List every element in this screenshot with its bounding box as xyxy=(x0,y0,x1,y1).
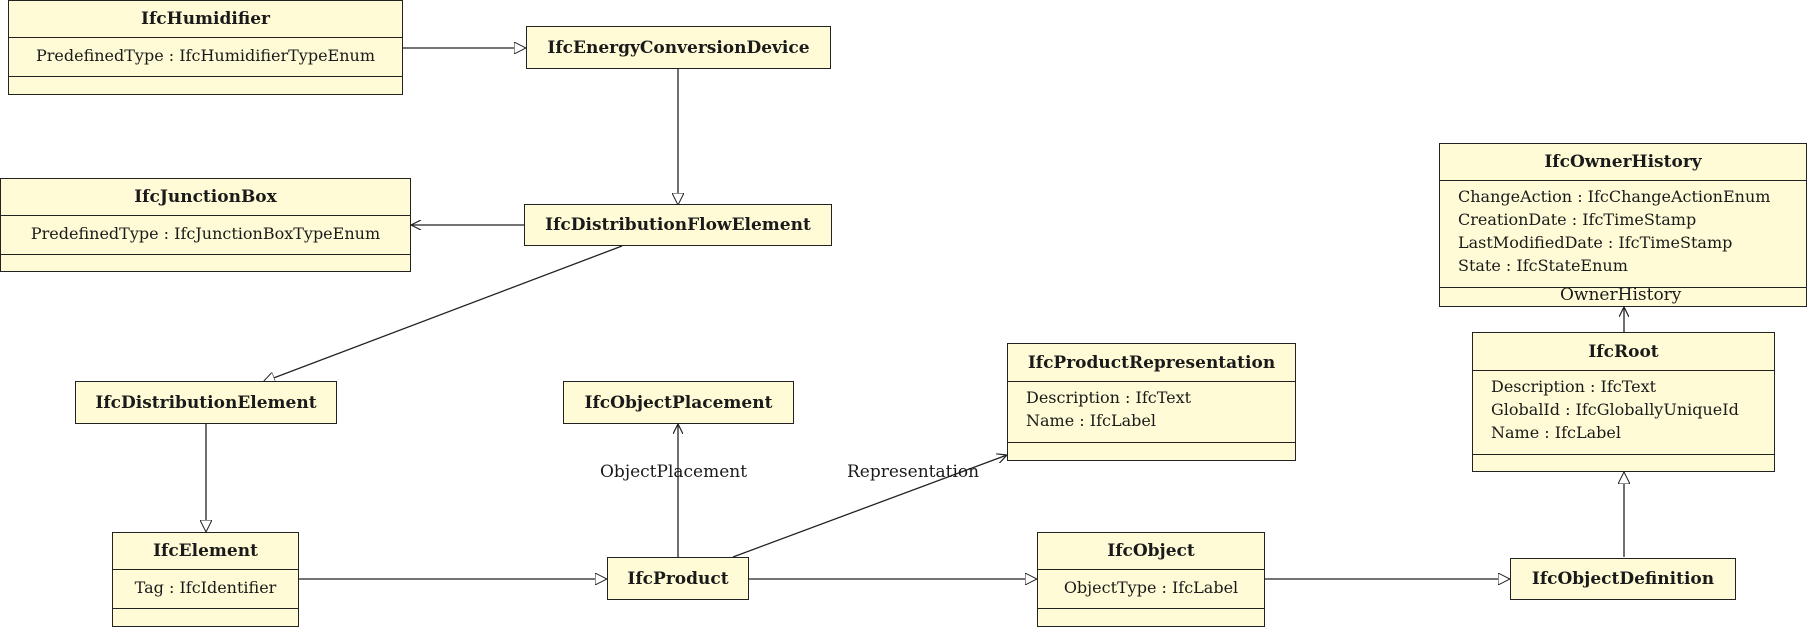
attribute: Tag : IfcIdentifier xyxy=(134,578,277,597)
class-name: IfcOwnerHistory xyxy=(1544,152,1702,172)
class-ifc-product-representation: IfcProductRepresentation Description : I… xyxy=(1007,343,1296,461)
class-ifc-object-definition: IfcObjectDefinition xyxy=(1510,558,1736,600)
attribute: ObjectType : IfcLabel xyxy=(1063,578,1239,597)
inherit-flow-distelem xyxy=(263,245,623,382)
attribute: GlobalId : IfcGloballyUniqueId xyxy=(1491,400,1739,419)
class-ifc-energy-conversion-device: IfcEnergyConversionDevice xyxy=(526,26,831,69)
class-attributes: PredefinedType : IfcJunctionBoxTypeEnum xyxy=(1,215,410,254)
class-operations xyxy=(1440,287,1806,306)
attribute: Name : IfcLabel xyxy=(1491,423,1621,442)
class-operations xyxy=(1008,442,1295,460)
class-name: IfcObjectPlacement xyxy=(584,392,773,413)
class-ifc-junction-box: IfcJunctionBox PredefinedType : IfcJunct… xyxy=(0,178,411,272)
class-attributes: ObjectType : IfcLabel xyxy=(1038,569,1264,608)
class-name: IfcDistributionElement xyxy=(95,392,317,413)
class-operations xyxy=(113,608,298,626)
class-name: IfcJunctionBox xyxy=(134,187,277,207)
class-attributes: ChangeAction : IfcChangeActionEnum Creat… xyxy=(1440,180,1806,287)
attribute: LastModifiedDate : IfcTimeStamp xyxy=(1458,233,1733,252)
attribute: PredefinedType : IfcHumidifierTypeEnum xyxy=(35,46,376,65)
attribute: CreationDate : IfcTimeStamp xyxy=(1458,210,1697,229)
class-name: IfcEnergyConversionDevice xyxy=(547,37,810,58)
attribute: Description : IfcText xyxy=(1491,377,1657,396)
class-name: IfcObjectDefinition xyxy=(1531,569,1715,589)
class-operations xyxy=(1473,454,1774,471)
label-object-placement: ObjectPlacement xyxy=(600,462,748,482)
attribute: Description : IfcText xyxy=(1026,388,1192,407)
class-ifc-distribution-element: IfcDistributionElement xyxy=(75,381,337,424)
class-attributes: Description : IfcText Name : IfcLabel xyxy=(1008,381,1295,442)
label-representation: Representation xyxy=(847,462,980,482)
attribute: PredefinedType : IfcJunctionBoxTypeEnum xyxy=(30,224,381,243)
class-name: IfcElement xyxy=(153,541,258,561)
label-owner-history: OwnerHistory xyxy=(1560,285,1682,305)
class-ifc-root: IfcRoot Description : IfcText GlobalId :… xyxy=(1472,332,1775,472)
class-operations xyxy=(9,76,402,94)
class-ifc-object: IfcObject ObjectType : IfcLabel xyxy=(1037,532,1265,627)
class-ifc-object-placement: IfcObjectPlacement xyxy=(563,381,794,424)
assoc-product-representation xyxy=(732,455,1007,558)
class-ifc-element: IfcElement Tag : IfcIdentifier xyxy=(112,532,299,627)
attribute: Name : IfcLabel xyxy=(1026,411,1156,430)
class-operations xyxy=(1,254,410,271)
class-name: IfcDistributionFlowElement xyxy=(545,215,811,235)
class-attributes: Description : IfcText GlobalId : IfcGlob… xyxy=(1473,370,1774,454)
class-name: IfcRoot xyxy=(1588,341,1659,362)
class-ifc-distribution-flow-element: IfcDistributionFlowElement xyxy=(524,204,832,246)
class-attributes: Tag : IfcIdentifier xyxy=(113,569,298,608)
attribute: State : IfcStateEnum xyxy=(1458,256,1628,275)
class-name: IfcHumidifier xyxy=(141,9,270,29)
class-name: IfcProduct xyxy=(627,568,729,589)
class-attributes: PredefinedType : IfcHumidifierTypeEnum xyxy=(9,37,402,76)
class-operations xyxy=(1038,608,1264,626)
class-ifc-humidifier: IfcHumidifier PredefinedType : IfcHumidi… xyxy=(8,0,403,95)
class-ifc-owner-history: IfcOwnerHistory ChangeAction : IfcChange… xyxy=(1439,143,1807,307)
class-ifc-product: IfcProduct xyxy=(607,557,749,600)
class-name: IfcObject xyxy=(1107,541,1195,561)
class-name: IfcProductRepresentation xyxy=(1027,352,1276,373)
attribute: ChangeAction : IfcChangeActionEnum xyxy=(1458,187,1771,206)
